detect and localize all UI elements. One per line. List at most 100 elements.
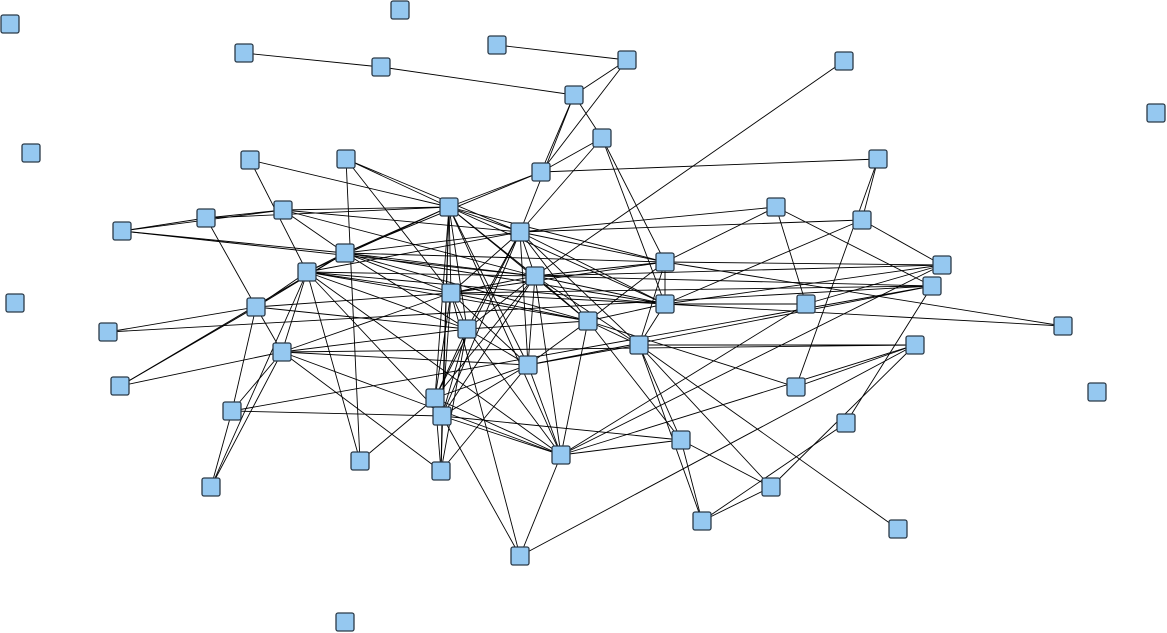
graph-node[interactable]: [234, 43, 254, 63]
graph-node[interactable]: [487, 35, 507, 55]
graph-node[interactable]: [655, 252, 675, 272]
graph-edge: [345, 158, 450, 208]
graph-node[interactable]: [297, 262, 317, 282]
graph-node[interactable]: [21, 143, 41, 163]
graph-node[interactable]: [439, 197, 459, 217]
graph-node[interactable]: [786, 377, 806, 397]
graph-edge: [861, 219, 943, 266]
graph-node[interactable]: [629, 335, 649, 355]
graph-node[interactable]: [336, 149, 356, 169]
graph-edge: [281, 351, 442, 472]
graph-node[interactable]: [671, 430, 691, 450]
graph-edge: [638, 344, 772, 488]
graph-node[interactable]: [110, 376, 130, 396]
graph-edge: [519, 137, 603, 233]
graph-node[interactable]: [0, 14, 20, 34]
graph-node[interactable]: [1053, 316, 1073, 336]
graph-edge: [107, 285, 933, 333]
graph-edge: [440, 364, 529, 472]
graph-node[interactable]: [432, 406, 452, 426]
graph-edge: [466, 328, 562, 456]
graph-edge: [519, 231, 666, 305]
graph-edge: [441, 415, 521, 557]
graph-node[interactable]: [922, 276, 942, 296]
graph-edge: [527, 275, 536, 366]
graph-edge: [560, 320, 589, 456]
graph-node[interactable]: [564, 85, 584, 105]
graph-edge: [231, 410, 443, 417]
graph-node[interactable]: [335, 243, 355, 263]
graph-node[interactable]: [390, 0, 410, 20]
graph-node[interactable]: [932, 255, 952, 275]
graph-node[interactable]: [852, 210, 872, 230]
graph-node[interactable]: [510, 222, 530, 242]
graph-edge: [243, 52, 382, 68]
graph-node[interactable]: [905, 335, 925, 355]
graph-node[interactable]: [1087, 382, 1107, 402]
graph-edge: [281, 351, 529, 366]
graph-node[interactable]: [246, 297, 266, 317]
graph-edge: [441, 415, 682, 441]
graph-node[interactable]: [350, 451, 370, 471]
graph-edge: [344, 252, 468, 330]
graph-edge: [344, 231, 521, 254]
graph-node[interactable]: [692, 511, 712, 531]
graph-node[interactable]: [796, 294, 816, 314]
graph-node[interactable]: [868, 149, 888, 169]
graph-node[interactable]: [273, 200, 293, 220]
graph-edge: [466, 328, 529, 366]
graph-node[interactable]: [617, 50, 637, 70]
graph-node[interactable]: [655, 294, 675, 314]
graph-node[interactable]: [518, 355, 538, 375]
graph-edge: [448, 206, 666, 263]
graph-node[interactable]: [457, 319, 477, 339]
graph-edge: [345, 158, 452, 294]
graph-edge: [440, 206, 450, 472]
graph-edge: [281, 292, 452, 353]
graph-node[interactable]: [834, 51, 854, 71]
graph-node[interactable]: [761, 477, 781, 497]
graph-node[interactable]: [371, 57, 391, 77]
graph-node[interactable]: [5, 293, 25, 313]
graph-node[interactable]: [196, 208, 216, 228]
graph-node[interactable]: [98, 322, 118, 342]
graph-node[interactable]: [836, 413, 856, 433]
graph-node[interactable]: [425, 388, 445, 408]
graph-node[interactable]: [510, 546, 530, 566]
graph-edge: [282, 206, 450, 211]
graph-node[interactable]: [531, 162, 551, 182]
graph-edge: [534, 275, 562, 456]
graph-node[interactable]: [525, 266, 545, 286]
graph-node[interactable]: [272, 342, 292, 362]
graph-edge: [281, 351, 562, 456]
graph-edge: [205, 206, 450, 219]
graph-node[interactable]: [551, 445, 571, 465]
graph-node[interactable]: [766, 197, 786, 217]
graph-edge: [466, 275, 536, 330]
graph-node[interactable]: [578, 311, 598, 331]
graph-edge: [306, 231, 521, 273]
graph-node[interactable]: [201, 477, 221, 497]
graph-node[interactable]: [240, 150, 260, 170]
graph-edge: [560, 264, 943, 456]
graph-edge: [441, 328, 468, 417]
graph-edge: [119, 351, 283, 387]
graph-edge: [434, 397, 562, 456]
graph-edge: [540, 137, 603, 173]
graph-node[interactable]: [592, 128, 612, 148]
graph-node[interactable]: [431, 461, 451, 481]
graph-node[interactable]: [1146, 103, 1166, 123]
graph-node[interactable]: [112, 221, 132, 241]
graph-node[interactable]: [335, 612, 355, 632]
graph-edge: [344, 252, 666, 263]
graph-edge: [534, 264, 943, 277]
graph-edge: [519, 231, 640, 346]
graph-node[interactable]: [222, 401, 242, 421]
graph-node[interactable]: [441, 283, 461, 303]
graph-edge: [282, 209, 521, 233]
graph-edge: [450, 275, 536, 294]
graph-node[interactable]: [888, 519, 908, 539]
graph-edge: [680, 439, 772, 488]
graph-edge: [231, 306, 257, 412]
graph-edge: [680, 439, 703, 522]
